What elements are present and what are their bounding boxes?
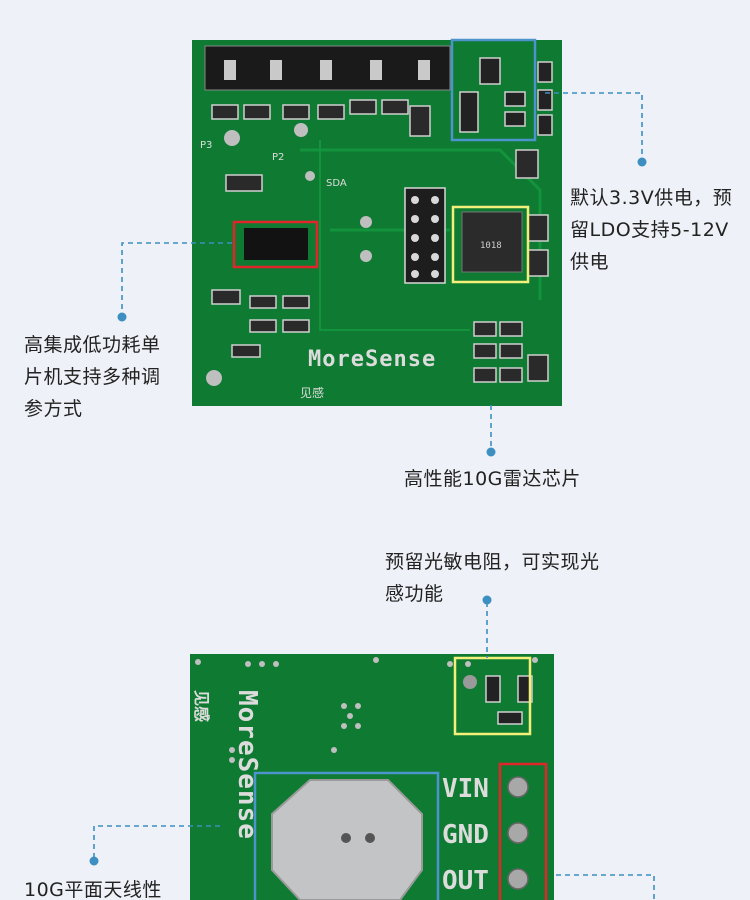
mcu-highlight-box xyxy=(232,220,319,269)
photoresistor-highlight-box xyxy=(453,656,532,736)
bottom-pins xyxy=(507,776,529,890)
ldo-highlight-box xyxy=(450,38,537,142)
mcu-chip xyxy=(244,228,308,260)
top-pcb-board: 1018 MoreSense xyxy=(192,40,562,406)
callout-photoresistor: 预留光敏电阻，可实现光感功能 xyxy=(385,551,600,605)
mid-connector xyxy=(404,187,446,284)
bottom-pcb-board: MoreSense 见感 VIN GND OUT xyxy=(190,654,554,900)
radar-chip xyxy=(461,211,523,273)
antenna-highlight-box xyxy=(253,771,440,900)
silk-p3: P3 xyxy=(200,140,212,151)
callout-power-supply: 默认3.3V供电，预留LDO支持5-12V供电 xyxy=(570,187,733,273)
bottom-board-brand-cn: 见感 xyxy=(192,690,211,722)
top-board-brand: MoreSense xyxy=(308,347,436,372)
silk-sda: SDA xyxy=(326,178,347,189)
header-pins xyxy=(224,60,430,80)
pin-label-gnd: GND xyxy=(442,820,489,850)
callout-radar-chip: 高性能10G雷达芯片 xyxy=(404,468,581,490)
bottom-board-brand: MoreSense xyxy=(232,690,262,840)
callout-antenna: 10G平面天线性 xyxy=(24,879,162,900)
pin-label-out: OUT xyxy=(442,866,489,896)
callout-mcu: 高集成低功耗单片机支持多种调参方式 xyxy=(24,334,161,420)
radar-highlight-box xyxy=(451,205,530,284)
top-leader-lines xyxy=(121,92,643,450)
pins-highlight-box xyxy=(498,762,548,900)
top-board-brand-cn: 见感 xyxy=(300,385,324,400)
radar-chip-marking: 1018 xyxy=(480,241,502,251)
pin-label-vin: VIN xyxy=(442,774,489,804)
bottom-leader-lines xyxy=(93,602,655,900)
silk-p2: P2 xyxy=(272,152,284,163)
